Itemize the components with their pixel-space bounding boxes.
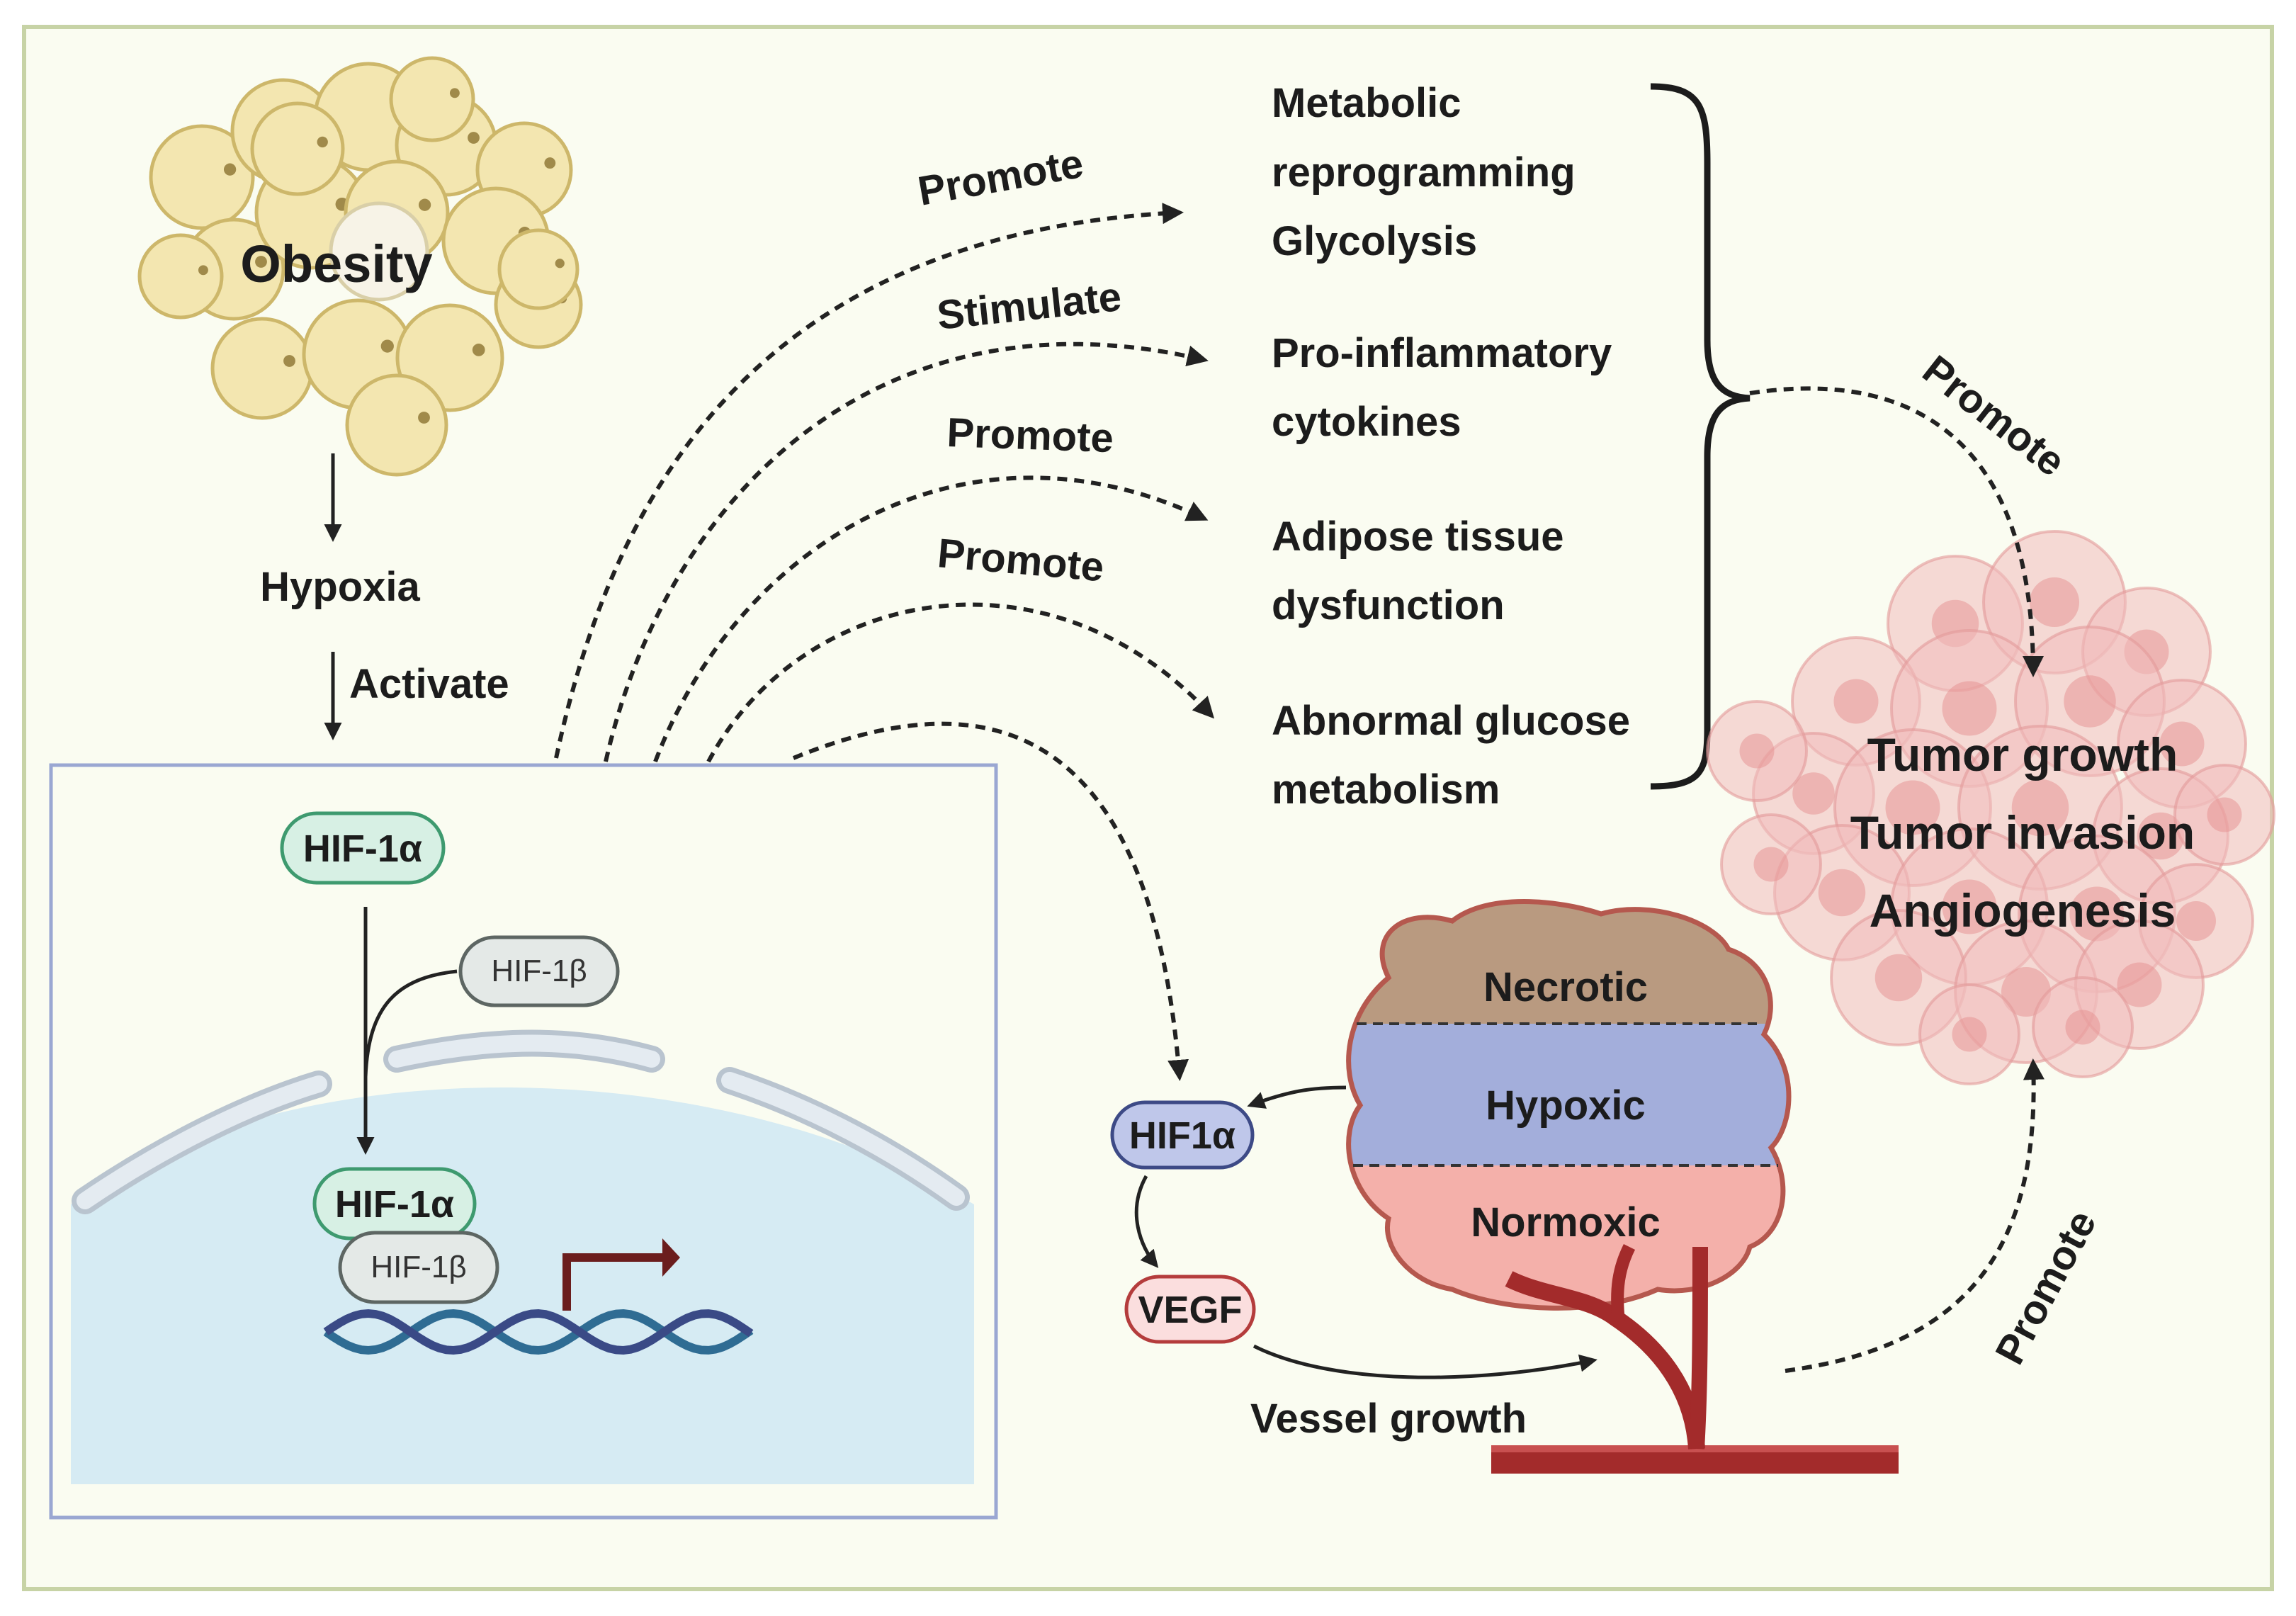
dashed-arrow-vessel-to-tumor (1785, 1058, 2045, 1373)
adipocyte-nucleus (223, 163, 237, 176)
outcome-tumor-growth: Tumor growth (1867, 728, 2178, 781)
effect-adipose-line2: dysfunction (1272, 582, 1505, 628)
adipocyte (345, 373, 448, 477)
tumor-cell-nucleus (2137, 812, 2185, 860)
adipocyte-nucleus (555, 259, 565, 269)
adipocyte (149, 124, 255, 230)
blood-vessel-icon (1491, 1243, 1899, 1474)
zone-normoxic-label: Normoxic (1471, 1199, 1661, 1245)
effect-glucose-line2: metabolism (1272, 767, 1500, 813)
effect-metabolic-line2: reprogramming (1272, 149, 1576, 196)
arrow-hif1a-to-vegf (1134, 1175, 1159, 1268)
hif1a-top-pill (280, 811, 446, 885)
dashed-arrow-glucose (706, 602, 1215, 763)
vegf-label: VEGF (1138, 1289, 1242, 1331)
nuclear-membrane-right-inner (721, 1072, 965, 1206)
arrow-vegf-to-vessel (1252, 1344, 1597, 1379)
adipocyte-light (329, 201, 429, 302)
adipocyte-nucleus (472, 344, 485, 356)
vegf-pill (1124, 1275, 1256, 1344)
hif1b-side-pill (458, 935, 620, 1007)
tumor-cell-nucleus (2030, 577, 2079, 627)
tumor-cell-nucleus (2117, 962, 2162, 1007)
tumor-cell-nucleus (2011, 779, 2069, 837)
adipocyte (137, 233, 224, 320)
hif1a-vessel-label: HIF1α (1129, 1114, 1235, 1157)
adipocyte-cluster-icon (137, 56, 583, 477)
adipocyte-nucleus (380, 339, 394, 353)
effect-glucose-line1: Abnormal glucose (1272, 698, 1630, 744)
obesity-label: Obesity (240, 235, 432, 293)
tumor-cell-nucleus (1753, 847, 1789, 882)
adipocyte (497, 228, 579, 310)
adipocyte-nucleus (418, 198, 431, 211)
adipocyte-nucleus (468, 132, 480, 144)
arrow-hif1b-join (363, 969, 458, 1078)
dna-strand (323, 1309, 754, 1355)
adipocyte-nucleus (544, 157, 556, 169)
tumor-cell-nucleus (2064, 675, 2116, 728)
hif1a-vessel-pill (1110, 1100, 1255, 1170)
hif1b-nucleus-pill (338, 1231, 499, 1304)
tumor-cell-nucleus (2207, 797, 2242, 832)
adipocyte-nucleus (418, 412, 430, 424)
dashed-arrow-brace-to-tumor (1749, 386, 2044, 677)
tumor-cell-nucleus (1885, 780, 1940, 835)
dashed-arrow-metabolic (554, 203, 1184, 759)
tumor-cell-nucleus (2176, 901, 2216, 941)
dashed-arrow-vessel-hif (792, 721, 1189, 1081)
outcome-angiogenesis: Angiogenesis (1870, 884, 2176, 937)
hif1a-nucleus-label: HIF-1α (335, 1183, 454, 1226)
nuclear-membrane-mid-inner (388, 1034, 660, 1068)
zone-necrotic-label: Necrotic (1483, 964, 1648, 1010)
activate-label: Activate (349, 661, 509, 707)
vessel-growth-label: Vessel growth (1250, 1396, 1527, 1442)
hif1b-nucleus-label: HIF-1β (371, 1250, 466, 1284)
tumor-cell-cluster-icon (1706, 530, 2275, 1085)
dna-helix-icon (323, 1309, 754, 1355)
adipocyte (389, 56, 475, 142)
tumor-cell-nucleus (1792, 772, 1835, 815)
adipocyte (210, 317, 314, 420)
arrow-hypoxic-to-hif1a (1247, 1085, 1347, 1109)
adipocyte-nucleus (283, 355, 295, 367)
tumor-cell-nucleus (1818, 869, 1866, 917)
adipocyte-nucleus (198, 265, 208, 276)
hif1a-top-label: HIF-1α (303, 827, 422, 870)
dashed-arrow-adipose (653, 475, 1209, 763)
hif1b-side-label: HIF-1β (491, 954, 587, 988)
effect-metabolic-line1: Metabolic (1272, 80, 1461, 126)
tumor-cell-nucleus (1739, 733, 1775, 769)
hypoxia-label: Hypoxia (260, 564, 420, 610)
effect-inflammatory-line1: Pro-inflammatory (1272, 330, 1612, 376)
tumor-cell-nucleus (2159, 721, 2205, 767)
effect-inflammatory-line2: cytokines (1272, 399, 1461, 445)
adipocyte (250, 101, 345, 196)
effect-adipose-line1: Adipose tissue (1272, 514, 1564, 560)
adipocyte-nucleus (317, 136, 328, 148)
tumor-cell-nucleus (1833, 679, 1879, 724)
outcome-tumor-invasion: Tumor invasion (1850, 806, 2195, 859)
promote-label-2: Promote (946, 409, 1114, 461)
transcription-arrowhead (662, 1238, 680, 1277)
effect-metabolic-line3: Glycolysis (1272, 218, 1477, 264)
dashed-arrow-inflammatory (604, 341, 1209, 762)
dna-strand (323, 1309, 754, 1355)
zone-hypoxic-label: Hypoxic (1486, 1083, 1646, 1129)
tumor-cell-nucleus (1942, 681, 1997, 736)
adipocyte-nucleus (255, 256, 267, 268)
tumor-cell-nucleus (1874, 954, 1923, 1002)
adipocyte-nucleus (449, 88, 460, 98)
nucleus (71, 1087, 974, 1484)
tumor-cell-nucleus (1942, 879, 1997, 934)
nuclear-membrane-left-inner (77, 1075, 327, 1209)
tumor-cell-nucleus (2065, 1010, 2100, 1045)
effects-brace (1650, 83, 1751, 790)
transcription-arrow-icon (562, 1253, 666, 1311)
tumor-cell-nucleus (1952, 1017, 1987, 1052)
